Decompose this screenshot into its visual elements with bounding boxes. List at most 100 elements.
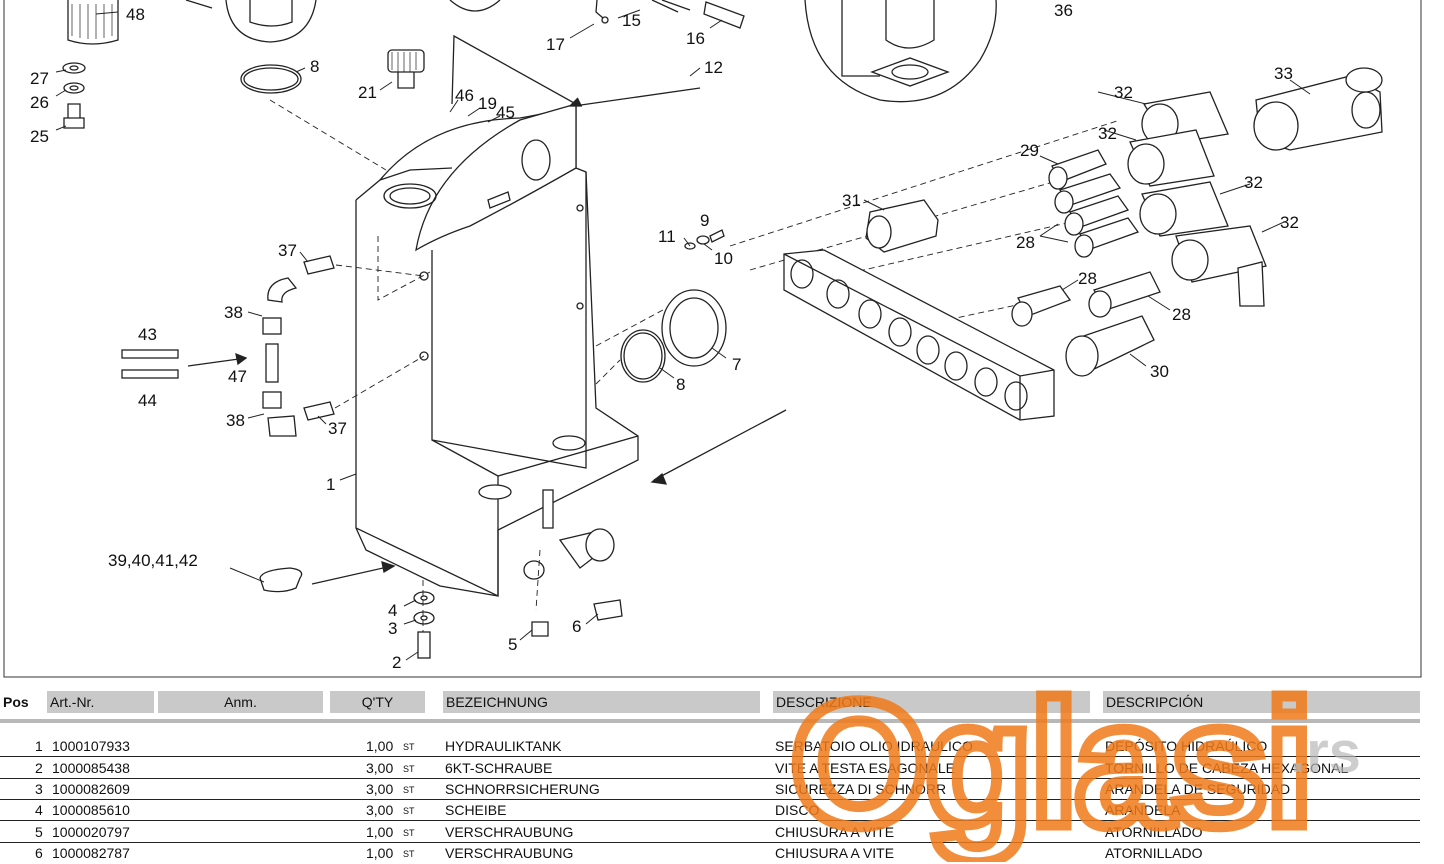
table-row: 1 1000107933 1,00 ST HYDRAULIKTANK SERBA… xyxy=(0,736,1420,757)
callout: 36 xyxy=(1054,1,1073,20)
callout: 30 xyxy=(1150,362,1169,381)
cell-de: SCHEIBE xyxy=(445,802,507,818)
cell-it: DISCO xyxy=(775,802,820,818)
cell-pos: 2 xyxy=(35,760,43,776)
cell-qty: 3,00 xyxy=(366,781,394,797)
callout: 37 xyxy=(278,241,297,260)
callout: 32 xyxy=(1114,83,1133,102)
cell-qty: 1,00 xyxy=(366,824,394,840)
callout: 1 xyxy=(326,475,335,494)
cell-it: SICUREZZA DI SCHNORR xyxy=(775,781,947,797)
callout: 3 xyxy=(388,619,397,638)
callout: 43 xyxy=(138,325,157,344)
header-rule xyxy=(0,719,1420,723)
cell-qty: 3,00 xyxy=(366,802,394,818)
cell-unit: ST xyxy=(403,742,415,752)
callout: 6 xyxy=(572,617,581,636)
table-row: 2 1000085438 3,00 ST 6KT-SCHRAUBE VITE A… xyxy=(0,758,1420,779)
cell-es: ATORNILLADO xyxy=(1105,824,1203,840)
callout: 15 xyxy=(622,11,641,30)
cell-art-nr: 1000085438 xyxy=(52,760,130,776)
callout: 7 xyxy=(732,355,741,374)
cell-unit: ST xyxy=(403,828,415,838)
col-header-qty: Q'TY xyxy=(330,691,425,713)
cell-unit: ST xyxy=(403,806,415,816)
col-header-es: DESCRIPCIÓN xyxy=(1103,691,1420,713)
callout: 28 xyxy=(1016,233,1035,252)
cell-qty: 3,00 xyxy=(366,760,394,776)
cell-es: TORNILLO DE CABEZA HEXAGONAL xyxy=(1105,760,1349,776)
callout: 10 xyxy=(714,249,733,268)
cell-de: HYDRAULIKTANK xyxy=(445,738,562,754)
callout: 2 xyxy=(392,653,401,672)
callout: 37 xyxy=(328,419,347,438)
cell-art-nr: 1000107933 xyxy=(52,738,130,754)
manifold-block xyxy=(783,249,1055,421)
callout: 19 xyxy=(478,94,497,113)
col-header-anm: Anm. xyxy=(158,691,323,713)
cell-it: SERBATOIO OLIO IDRAULICO xyxy=(775,738,973,754)
callout: 39,40,41,42 xyxy=(108,551,198,570)
callout: 44 xyxy=(138,391,157,410)
callout: 38 xyxy=(224,303,243,322)
cell-art-nr: 1000085610 xyxy=(52,802,130,818)
callout: 4 xyxy=(388,601,397,620)
hydraulic-tank xyxy=(355,34,639,598)
callout: 48 xyxy=(126,5,145,24)
callout: 29 xyxy=(1020,141,1039,160)
callout: 27 xyxy=(30,69,49,88)
col-header-it: DESCRIZIONE xyxy=(773,691,1090,713)
exploded-parts-drawing: 48 27 26 25 8 21 46 19 45 12 15 16 17 36… xyxy=(3,0,1422,678)
cell-it: VITE A TESTA ESAGONALE xyxy=(775,760,955,776)
cell-unit: ST xyxy=(403,785,415,795)
cell-es: ARANDELA xyxy=(1105,802,1181,818)
callout: 5 xyxy=(508,635,517,654)
table-row: 6 1000082787 1,00 ST VERSCHRAUBUNG CHIUS… xyxy=(0,843,1420,864)
col-header-art-nr: Art.-Nr. xyxy=(47,691,154,713)
arrows xyxy=(185,0,787,585)
cell-pos: 3 xyxy=(35,781,43,797)
callout: 38 xyxy=(226,411,245,430)
cell-es: ARANDELA DE SEGURIDAD xyxy=(1105,781,1291,797)
callout: 25 xyxy=(30,127,49,146)
cell-de: SCHNORRSICHERUNG xyxy=(445,781,600,797)
callout: 11 xyxy=(658,227,676,246)
cell-unit: ST xyxy=(403,849,415,859)
cell-art-nr: 1000082787 xyxy=(52,845,130,861)
callout: 21 xyxy=(358,83,377,102)
callout: 47 xyxy=(228,367,247,386)
col-header-de: BEZEICHNUNG xyxy=(443,691,760,713)
callout: 8 xyxy=(676,375,685,394)
callout: 32 xyxy=(1280,213,1299,232)
cell-it: CHIUSURA A VITE xyxy=(775,824,895,840)
callout: 9 xyxy=(700,211,709,230)
callout-labels: 48 27 26 25 8 21 46 19 45 12 15 16 17 36… xyxy=(30,1,1299,672)
callout: 12 xyxy=(704,58,723,77)
callout: 31 xyxy=(842,191,861,210)
table-row: 5 1000020797 1,00 ST VERSCHRAUBUNG CHIUS… xyxy=(0,822,1420,843)
callout: 33 xyxy=(1274,64,1293,83)
cell-es: ATORNILLADO xyxy=(1105,845,1203,861)
cell-pos: 5 xyxy=(35,824,43,840)
callout: 8 xyxy=(310,57,319,76)
cell-de: 6KT-SCHRAUBE xyxy=(445,760,553,776)
callout: 28 xyxy=(1078,269,1097,288)
cell-pos: 4 xyxy=(35,802,43,818)
cell-pos: 1 xyxy=(35,738,43,754)
cell-art-nr: 1000020797 xyxy=(52,824,130,840)
col-header-pos: Pos xyxy=(0,691,44,713)
callout: 28 xyxy=(1172,305,1191,324)
callout: 26 xyxy=(30,93,49,112)
cell-it: CHIUSURA A VITE xyxy=(775,845,895,861)
callout: 17 xyxy=(546,35,565,54)
cell-qty: 1,00 xyxy=(366,738,394,754)
callout: 16 xyxy=(686,29,705,48)
callout: 45 xyxy=(496,103,515,122)
drawing-frame xyxy=(3,0,1422,678)
table-row: 4 1000085610 3,00 ST SCHEIBE DISCO ARAND… xyxy=(0,800,1420,821)
callout: 46 xyxy=(455,86,474,105)
cell-pos: 6 xyxy=(35,845,43,861)
cell-art-nr: 1000082609 xyxy=(52,781,130,797)
cell-de: VERSCHRAUBUNG xyxy=(445,845,574,861)
table-row: 3 1000082609 3,00 ST SCHNORRSICHERUNG SI… xyxy=(0,779,1420,800)
